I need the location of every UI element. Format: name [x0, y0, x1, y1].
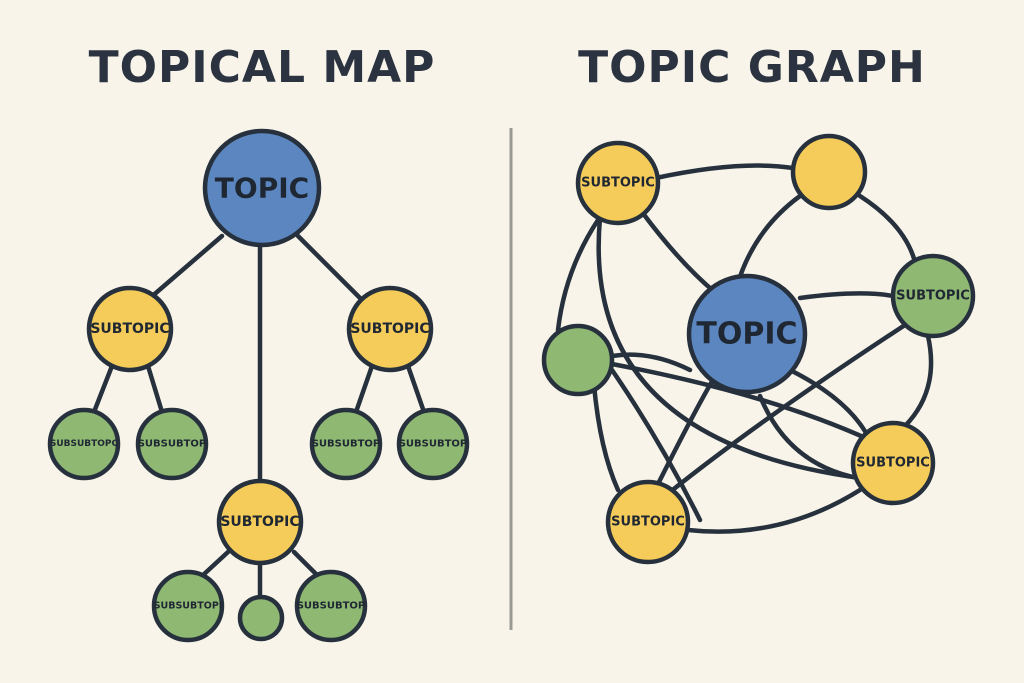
graph-edge — [857, 193, 918, 265]
subtopic-label: SUBTOPIC — [90, 321, 169, 337]
graph-edge — [591, 382, 621, 493]
subtopic-node — [790, 133, 868, 211]
graph-edge — [797, 291, 896, 301]
tree-edge — [145, 363, 165, 415]
subtopic-label: SUBTOPIC — [611, 515, 685, 530]
subtopic-node — [850, 420, 936, 506]
subtopic-label: SUBTOPIC — [581, 176, 655, 191]
graph-edge — [757, 393, 873, 483]
subsubtopic-label: SUBSUBTOP — [312, 439, 381, 450]
graph-edge — [587, 357, 873, 443]
tree-edge — [147, 233, 225, 301]
topical-map-title: TOPICAL MAP — [89, 42, 436, 93]
topic-node — [202, 128, 322, 248]
graph-edge — [652, 365, 723, 493]
subsubtopic-label: SUBSUBTOP — [297, 601, 366, 612]
subtopic-node — [890, 253, 976, 339]
tree-edge — [199, 549, 231, 579]
subsubtopic-label: SUBSUBTOP — [138, 439, 207, 450]
graph-edge — [902, 333, 934, 429]
graph-edge — [555, 217, 601, 333]
subsubtopic-node — [309, 407, 383, 481]
tree-edge — [295, 233, 363, 301]
subtopic-label: SUBTOPIC — [350, 321, 429, 337]
topic-node — [686, 273, 808, 395]
topic-label: TOPIC — [215, 172, 309, 205]
subtopic-label: SUBTOPIC — [896, 289, 970, 304]
subtopic-node — [86, 285, 174, 373]
subtopic-node — [541, 323, 615, 397]
subsubtopic-label: SUBSUBTOPI — [154, 601, 223, 612]
graph-edge — [787, 367, 873, 443]
topic-graph-title: TOPIC GRAPH — [578, 42, 926, 93]
graph-edge — [667, 322, 908, 495]
topic-label: TOPIC — [696, 317, 797, 352]
graph-edge — [653, 163, 796, 181]
graph-edge — [609, 352, 693, 373]
subsubtopic-node — [396, 407, 470, 481]
graph-edge — [596, 215, 863, 481]
topic-graph: TOPIC SUBTOPIC SUBTOPIC SUBTOPIC SUBTOPI… — [541, 133, 976, 565]
subtopic-node — [575, 140, 661, 226]
tree-edge — [291, 549, 321, 579]
subsubtopic-node — [294, 569, 368, 643]
topical-map: TOPIC SUBTOPIC SUBTOPIC SUBTOPIC SUBSUBT… — [47, 128, 470, 643]
subtopic-node — [346, 285, 434, 373]
subtopic-node — [216, 478, 304, 566]
subsubtopic-node — [47, 407, 121, 481]
subsubtopic-label: SUBSUBTOP — [399, 439, 468, 450]
subsubtopic-label: SUBSUBTOPC — [50, 439, 119, 449]
subsubtopic-node — [151, 569, 225, 643]
subsubtopic-node — [135, 407, 209, 481]
subtopic-label: SUBTOPIC — [220, 514, 299, 530]
tree-edge — [353, 363, 375, 415]
graph-edge — [609, 367, 703, 523]
graph-edge — [685, 487, 863, 534]
subsubtopic-node — [237, 594, 285, 642]
tree-edge — [91, 363, 115, 415]
subtopic-label: SUBTOPIC — [856, 456, 930, 471]
tree-edge — [405, 363, 427, 415]
subtopic-node — [605, 479, 691, 565]
